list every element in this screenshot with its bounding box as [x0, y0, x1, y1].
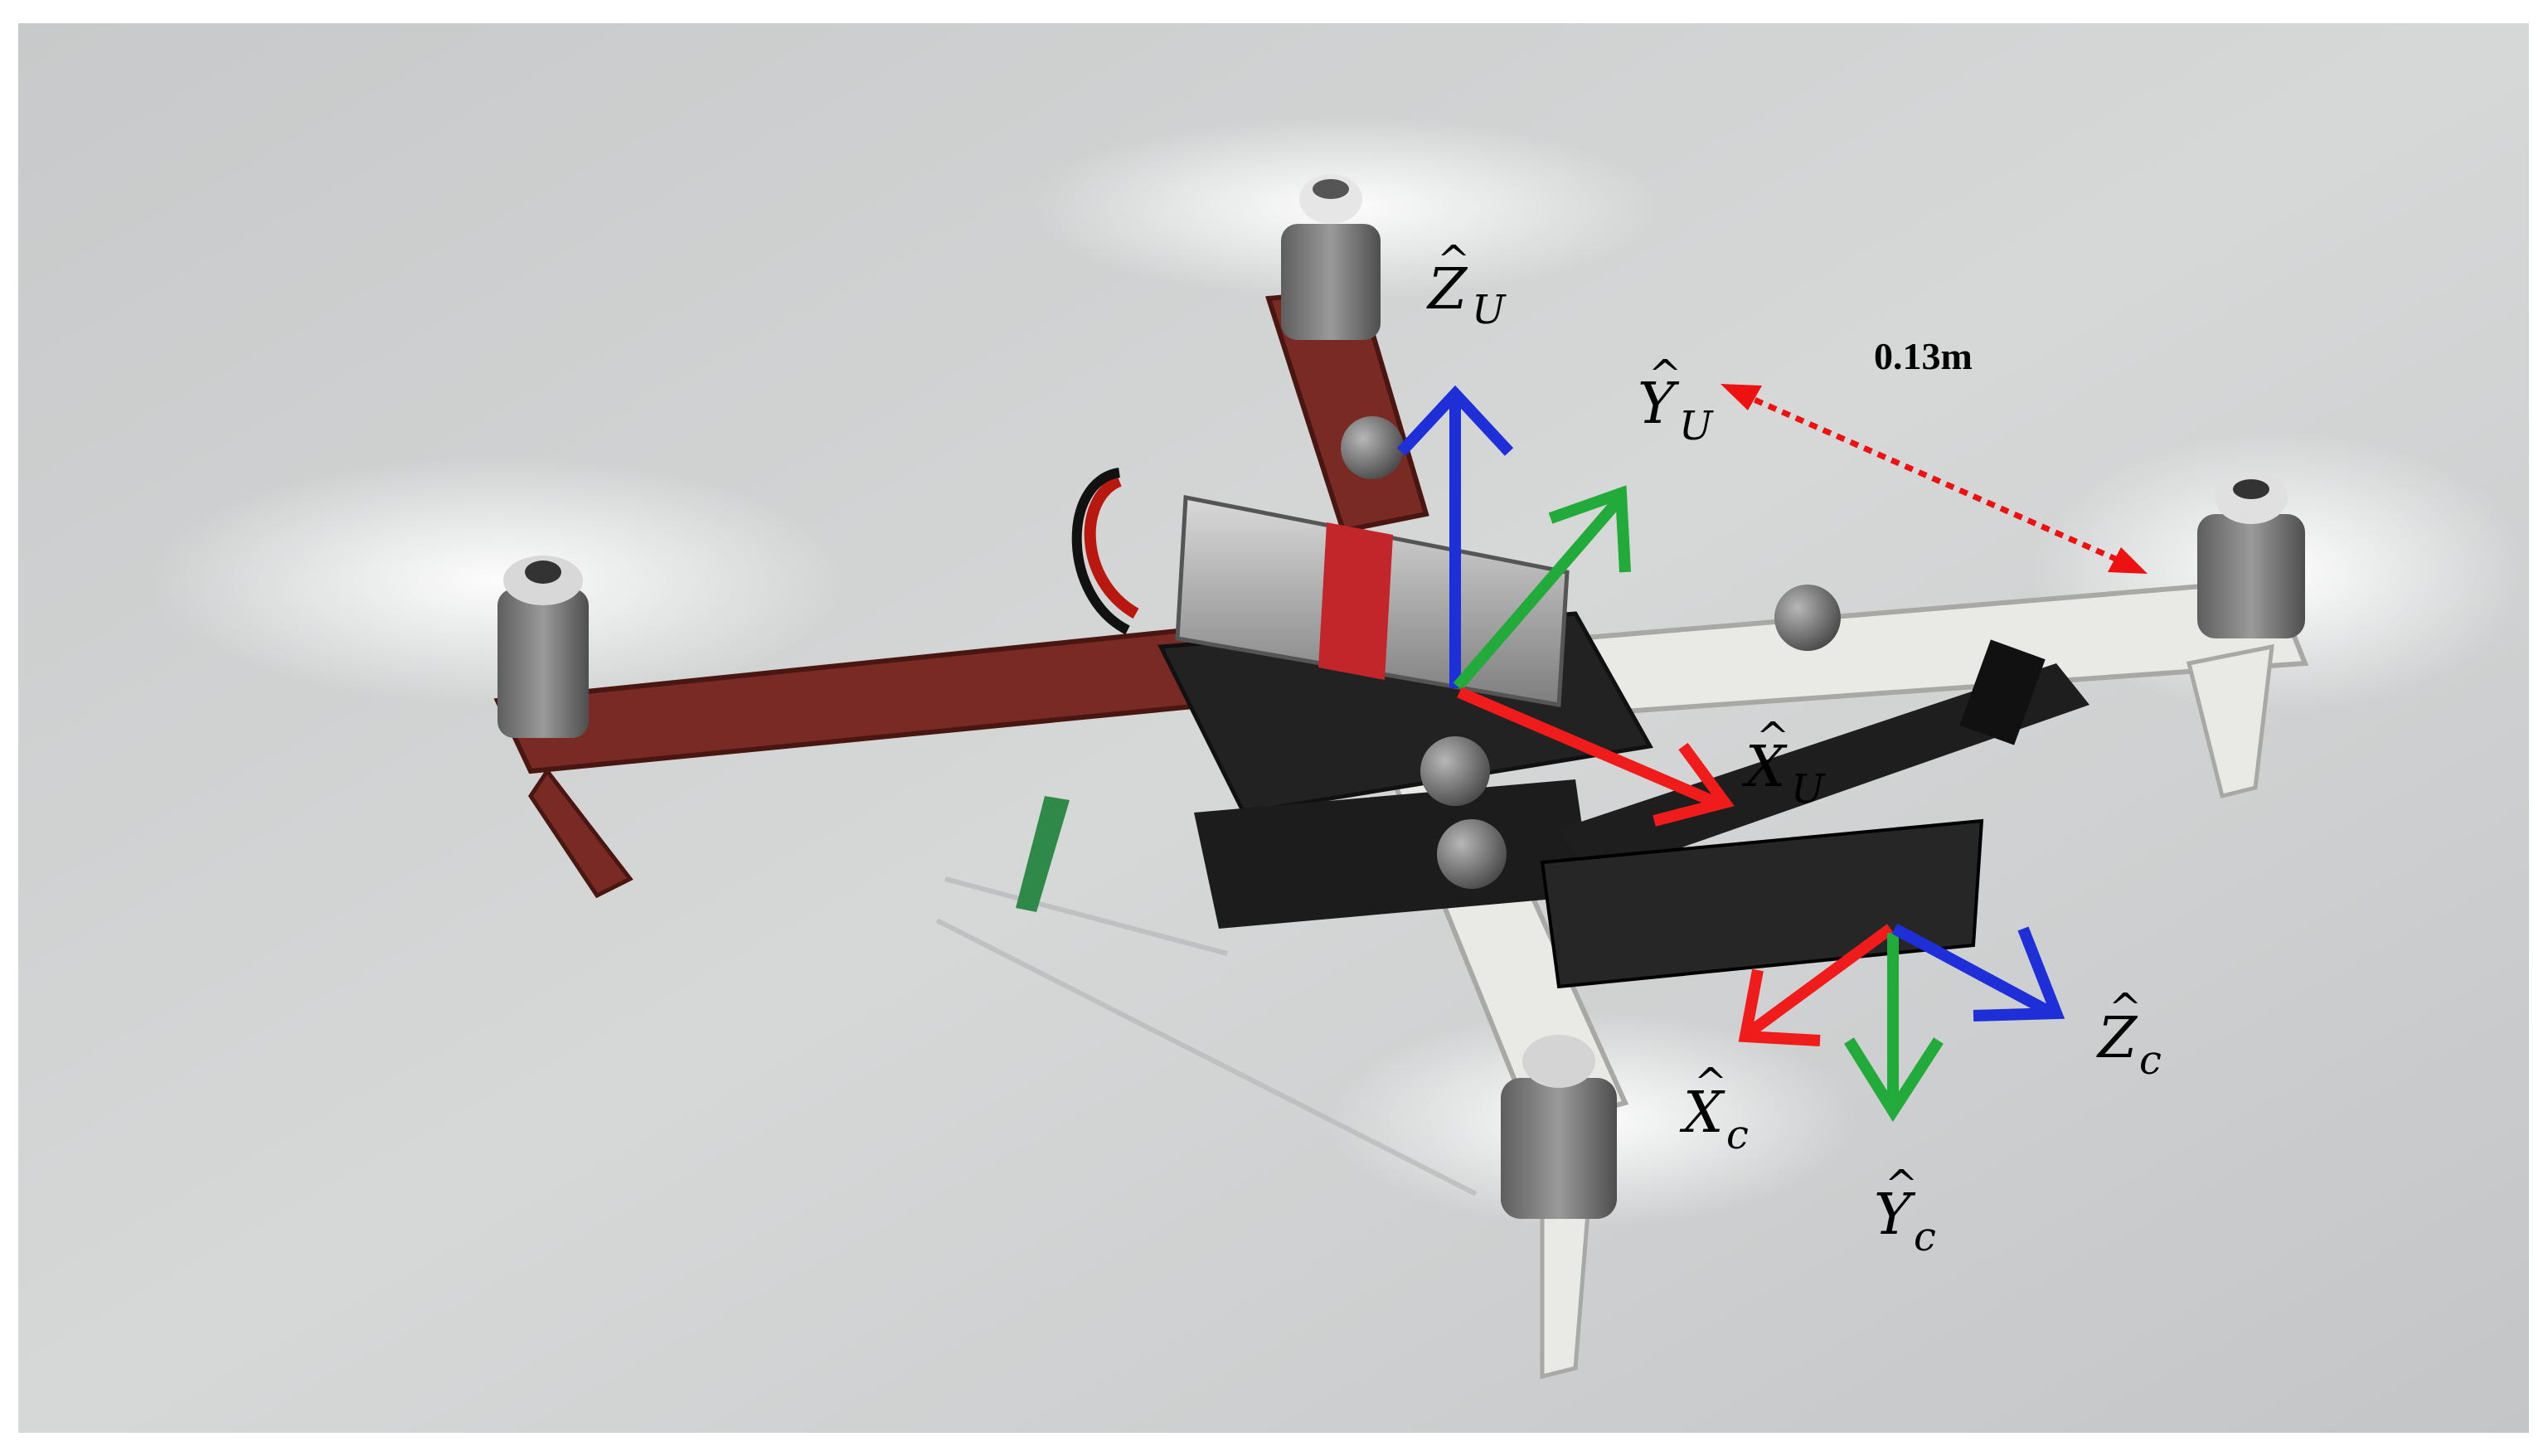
camera-z-axis-arrow	[1891, 923, 2055, 1019]
svg-text:^: ^	[1694, 1060, 1727, 1106]
axis-labels: Z ^ U Y ^ U X ^ U X ^ c Y ^ c Z	[1426, 237, 2162, 1260]
svg-text:c: c	[1914, 1214, 1936, 1260]
svg-text:c: c	[1726, 1112, 1749, 1158]
front-left-arm	[493, 556, 1215, 899]
uav-z-axis-head	[1396, 385, 1514, 456]
svg-text:c: c	[2139, 1037, 2162, 1084]
mocap-markers	[1341, 416, 1841, 889]
uav-y-axis-arrow	[1453, 493, 1626, 691]
svg-text:^: ^	[1885, 1162, 1918, 1208]
drone-illustration	[493, 174, 2309, 1380]
ground-shadows	[935, 876, 1478, 1196]
svg-text:U: U	[1472, 287, 1507, 333]
rear-right-arm	[1571, 471, 2309, 799]
uav-x-label: X ^ U	[1741, 714, 1826, 813]
uav-z-label: Z ^ U	[1426, 237, 1507, 333]
uav-y-axis-head	[1548, 485, 1631, 573]
distance-arrow-head-end	[2108, 547, 2148, 574]
camera-x-label: X ^ c	[1679, 1060, 1749, 1158]
antenna	[1016, 796, 1070, 912]
camera-z-axis-head	[1973, 926, 2065, 1022]
svg-text:^: ^	[1437, 237, 1470, 284]
svg-text:U: U	[1679, 403, 1714, 449]
battery	[1071, 468, 1570, 707]
uav-y-label: Y ^ U	[1638, 352, 1714, 449]
svg-text:Y: Y	[1874, 1182, 1916, 1248]
camera-y-label: Y ^ c	[1874, 1162, 1936, 1260]
svg-text:X: X	[1679, 1080, 1725, 1146]
svg-text:Z: Z	[1426, 257, 1468, 323]
distance-arrow-line	[1740, 391, 2128, 567]
camera-frame-axes	[1738, 923, 2065, 1123]
camera-x-axis-arrow	[1745, 924, 1895, 1037]
camera-y-axis-head	[1844, 1037, 1944, 1123]
distance-label: 0.13m	[1874, 335, 1973, 377]
svg-text:^: ^	[1648, 352, 1682, 398]
distance-indicator: 0.13m	[1721, 335, 2148, 574]
svg-text:Y: Y	[1638, 371, 1680, 437]
svg-text:U: U	[1791, 766, 1826, 813]
svg-text:X: X	[1741, 735, 1788, 800]
camera-x-axis-head	[1738, 968, 1821, 1046]
camera-z-label: Z ^ c	[2096, 985, 2162, 1084]
distance-arrow-head-start	[1721, 384, 1762, 410]
svg-text:^: ^	[2109, 985, 2142, 1031]
uav-x-axis-arrow	[1457, 687, 1719, 808]
svg-text:Z: Z	[2096, 1006, 2138, 1071]
uav-frame-axes	[1396, 385, 1735, 827]
uav-x-axis-head	[1653, 742, 1735, 827]
svg-text:^: ^	[1756, 714, 1789, 760]
